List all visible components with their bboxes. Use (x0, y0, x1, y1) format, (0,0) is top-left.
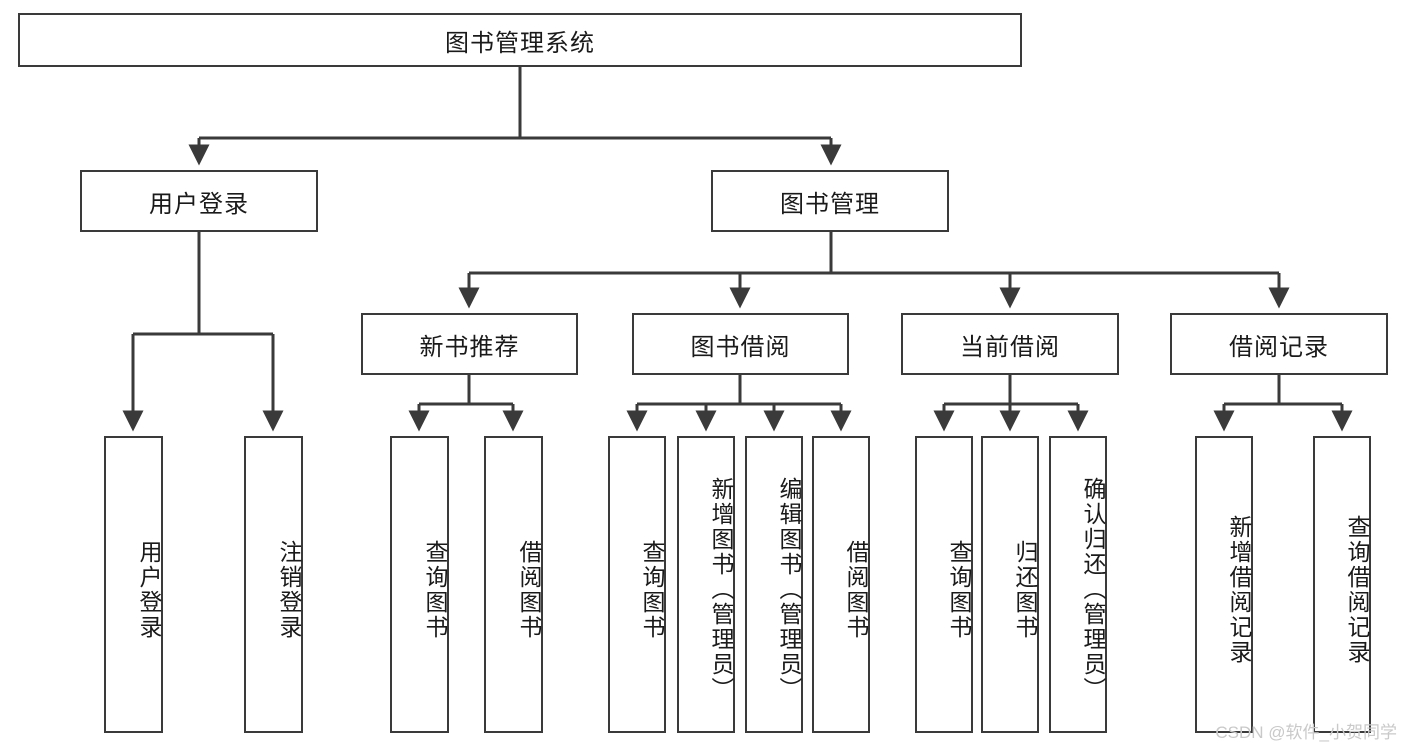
node-label: 新增借阅记录 (1226, 514, 1252, 665)
node-label: 查询图书 (639, 539, 665, 640)
node-label: 确认归还（管理员） (1080, 477, 1106, 702)
leaf-current-borrow-return[interactable]: 归还图书 (981, 436, 1039, 733)
node-label: 借阅图书 (843, 539, 869, 640)
node-label: 新书推荐 (419, 333, 520, 361)
node-label: 用户登录 (136, 539, 162, 640)
node-current-borrow[interactable]: 当前借阅 (901, 313, 1119, 375)
leaf-book-borrow-borrow[interactable]: 借阅图书 (812, 436, 870, 733)
node-label: 编辑图书（管理员） (776, 477, 802, 702)
leaf-book-borrow-add[interactable]: 新增图书（管理员） (677, 436, 735, 733)
node-book-management[interactable]: 图书管理 (711, 170, 949, 232)
watermark: CSDN @软件_小贺同学 (1215, 723, 1397, 742)
node-user-login[interactable]: 用户登录 (80, 170, 318, 232)
node-borrow-record[interactable]: 借阅记录 (1170, 313, 1388, 375)
node-label: 借阅图书 (516, 539, 542, 640)
node-label: 当前借阅 (960, 333, 1060, 361)
node-root-system[interactable]: 图书管理系统 (18, 13, 1022, 67)
node-label: 图书借阅 (690, 333, 791, 361)
node-label: 归还图书 (1012, 539, 1038, 640)
leaf-new-book-query[interactable]: 查询图书 (390, 436, 449, 733)
node-label: 注销登录 (276, 539, 302, 640)
node-book-borrow[interactable]: 图书借阅 (632, 313, 849, 375)
leaf-user-login-logout[interactable]: 注销登录 (244, 436, 303, 733)
leaf-user-login-login[interactable]: 用户登录 (104, 436, 163, 733)
leaf-book-borrow-edit[interactable]: 编辑图书（管理员） (745, 436, 803, 733)
node-label: 查询图书 (946, 539, 972, 640)
leaf-new-book-borrow[interactable]: 借阅图书 (484, 436, 543, 733)
node-label: 新增图书（管理员） (708, 477, 734, 702)
node-label: 查询图书 (422, 539, 448, 640)
leaf-borrow-record-query[interactable]: 查询借阅记录 (1313, 436, 1371, 733)
node-label: 用户登录 (149, 190, 249, 218)
leaf-current-borrow-confirm-return[interactable]: 确认归还（管理员） (1049, 436, 1107, 733)
node-label: 查询借阅记录 (1344, 514, 1370, 665)
node-label: 借阅记录 (1229, 333, 1329, 361)
leaf-current-borrow-query[interactable]: 查询图书 (915, 436, 973, 733)
node-new-book-recommend[interactable]: 新书推荐 (361, 313, 578, 375)
leaf-book-borrow-query[interactable]: 查询图书 (608, 436, 666, 733)
node-label: 图书管理系统 (445, 29, 595, 57)
leaf-borrow-record-add[interactable]: 新增借阅记录 (1195, 436, 1253, 733)
node-label: 图书管理 (780, 190, 880, 218)
